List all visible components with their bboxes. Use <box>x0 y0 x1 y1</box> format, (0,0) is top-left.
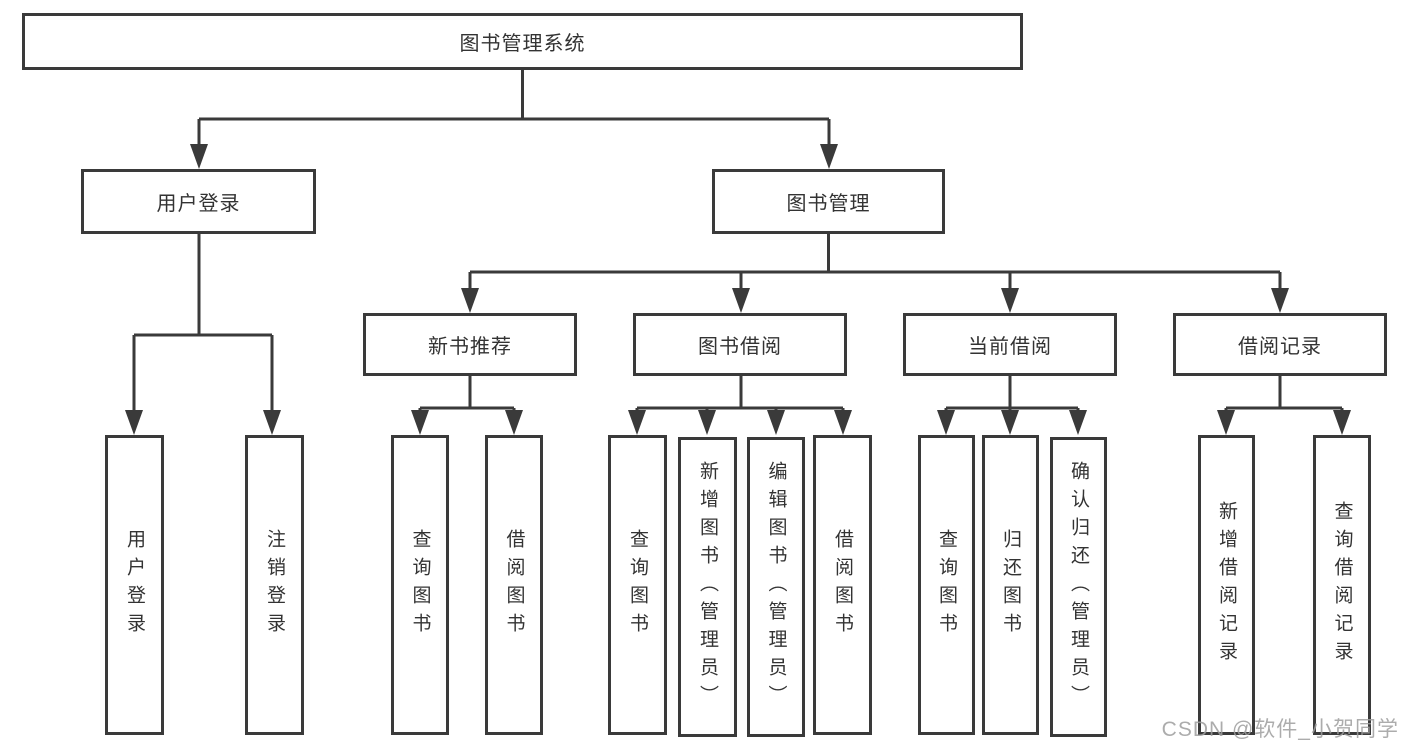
leaf-borrow-borrow-book: 借阅图书 <box>813 435 872 735</box>
node-current-borrow: 当前借阅 <box>903 313 1117 376</box>
node-book-borrow: 图书借阅 <box>633 313 847 376</box>
leaf-borrow-edit-book-admin: 编辑图书（管理员） <box>747 437 805 737</box>
leaf-rec-borrow-book: 借阅图书 <box>485 435 543 735</box>
node-user-login: 用户登录 <box>81 169 316 234</box>
leaf-rec-query-book: 查询图书 <box>391 435 449 735</box>
leaf-current-return-book: 归还图书 <box>982 435 1039 735</box>
leaf-borrow-query-book: 查询图书 <box>608 435 667 735</box>
node-new-book-recommend: 新书推荐 <box>363 313 577 376</box>
leaf-record-query: 查询借阅记录 <box>1313 435 1371 735</box>
leaf-current-query-book: 查询图书 <box>918 435 975 735</box>
node-borrow-record: 借阅记录 <box>1173 313 1387 376</box>
node-root: 图书管理系统 <box>22 13 1023 70</box>
arrowheads <box>125 144 1351 435</box>
leaf-record-add: 新增借阅记录 <box>1198 435 1255 735</box>
leaf-current-confirm-return-admin: 确认归还（管理员） <box>1050 437 1107 737</box>
node-book-management: 图书管理 <box>712 169 945 234</box>
leaf-logout-login: 注销登录 <box>245 435 304 735</box>
leaf-borrow-add-book-admin: 新增图书（管理员） <box>678 437 737 737</box>
csdn-watermark: CSDN @软件_小贺同学 <box>1161 718 1399 741</box>
leaf-user-login: 用户登录 <box>105 435 164 735</box>
